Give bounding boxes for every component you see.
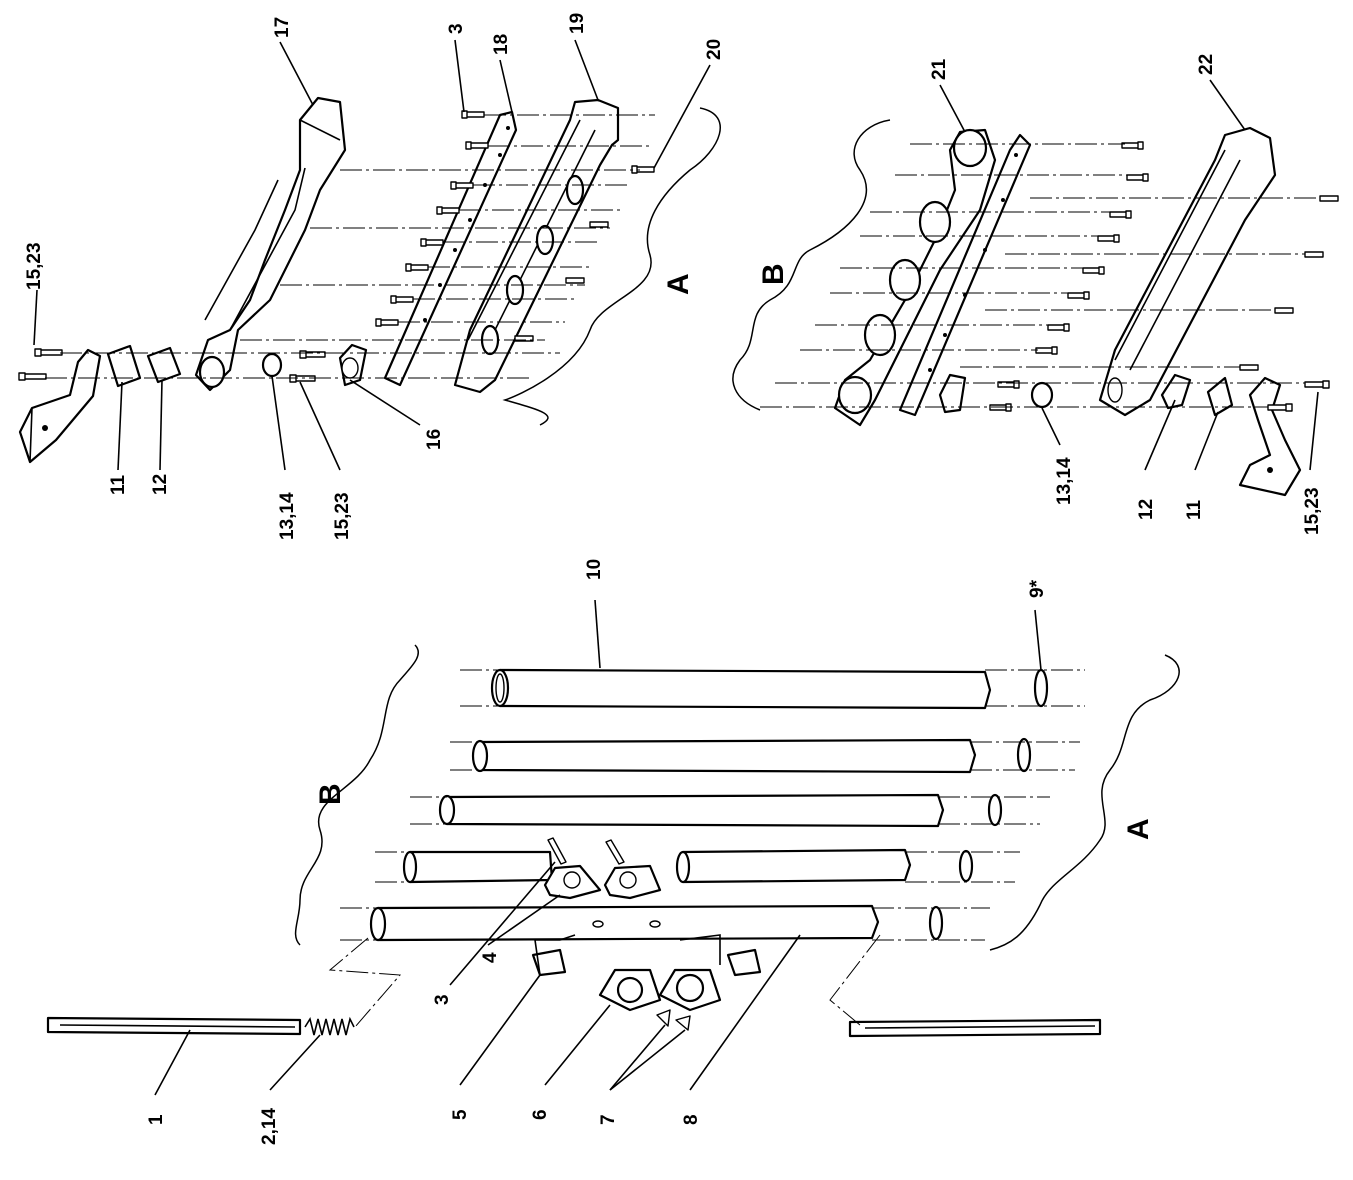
callout-2-14: 2,14 [259, 1108, 280, 1145]
handle-part-17 [194, 96, 347, 392]
section-boundary-b [732, 119, 891, 411]
callout-3-upper: 3 [446, 23, 467, 34]
callout-5: 5 [450, 1109, 471, 1120]
section-boundary-b-lower [294, 644, 420, 946]
rod-part-1 [46, 1016, 302, 1036]
callout-8: 8 [681, 1114, 702, 1125]
screw-part-20 [514, 165, 655, 342]
callout-4: 4 [480, 952, 501, 963]
callout-17: 17 [272, 17, 293, 38]
callout-7: 7 [598, 1114, 619, 1125]
base-part-19 [453, 98, 620, 394]
bracket-part-b [1238, 376, 1330, 497]
tube-part-10 [490, 668, 992, 710]
base-part-22 [1098, 126, 1277, 417]
tube-part-8 [369, 904, 880, 942]
ring-part-13-14-a [261, 352, 283, 378]
armrest-assembly-a [18, 96, 721, 464]
ring-part-13-14-b [1030, 381, 1054, 409]
callout-3-lower: 3 [432, 994, 453, 1005]
callout-20: 20 [704, 39, 725, 60]
callout-15-23-b: 15,23 [1302, 487, 1323, 535]
screw-15-23-top [18, 348, 63, 381]
callout-11-a: 11 [108, 474, 129, 495]
section-label-a-lower: A [1122, 818, 1155, 840]
callout-12-a: 12 [150, 474, 171, 495]
callout-9: 9* [1027, 579, 1048, 598]
tube-assembly [46, 644, 1180, 1038]
screw-15-23-mid [289, 350, 326, 383]
clamp-part-16 [338, 343, 368, 387]
plate-part-12 [146, 346, 182, 384]
callout-12-b: 12 [1136, 499, 1157, 520]
tube-3 [438, 793, 945, 828]
spring-part-2-14 [304, 1016, 355, 1036]
strip-part-18-b [898, 133, 1032, 417]
centre-lines-b [760, 143, 1320, 408]
callout-13-14-b: 13,14 [1054, 457, 1075, 505]
callout-18: 18 [491, 34, 512, 55]
callout-22: 22 [1196, 54, 1217, 75]
callout-15-23-a1: 15,23 [24, 242, 45, 290]
centre-lines-lower [328, 669, 1085, 1028]
tube-4-split [402, 848, 912, 884]
callout-16: 16 [424, 429, 445, 450]
screws-part-3-lower [547, 837, 625, 865]
tube-2 [471, 738, 977, 774]
section-label-a-top: A [662, 273, 695, 295]
o-rings-part-9 [928, 668, 1049, 941]
callout-21: 21 [929, 58, 950, 80]
section-label-b-lower: B [314, 783, 347, 805]
section-boundary-a [502, 107, 721, 426]
clamp-part-16-b [938, 373, 967, 414]
callout-labels: 15,23 11 12 13,14 15,23 16 17 3 18 19 20… [24, 13, 1323, 1145]
knob-part-6 [598, 968, 662, 1012]
rod-part-1-right [848, 1018, 1102, 1038]
callout-1: 1 [146, 1114, 167, 1125]
section-label-b-top: B [757, 263, 790, 285]
leader-lines [33, 39, 1319, 1096]
screws-part-22 [1239, 195, 1339, 371]
callout-10: 10 [584, 559, 605, 580]
plate-part-11 [106, 344, 142, 388]
callout-11-b: 11 [1184, 499, 1205, 520]
callout-6: 6 [530, 1109, 551, 1120]
plate-part-12-b [1160, 373, 1192, 410]
callout-13-14-a: 13,14 [277, 492, 298, 540]
strip-part-18 [383, 110, 518, 387]
wedge-part-5 [531, 948, 762, 977]
section-boundary-a-lower [989, 654, 1180, 951]
knob-part-7 [656, 968, 722, 1031]
callout-19: 19 [567, 13, 588, 34]
centre-lines-a [45, 114, 655, 379]
armrest-assembly-b [732, 119, 1339, 497]
plate-part-11-b [1206, 376, 1234, 417]
clip-part-4 [543, 864, 662, 900]
bracket-part [18, 348, 102, 464]
screws-part-3-column [375, 110, 489, 327]
callout-15-23-a2: 15,23 [332, 492, 353, 540]
